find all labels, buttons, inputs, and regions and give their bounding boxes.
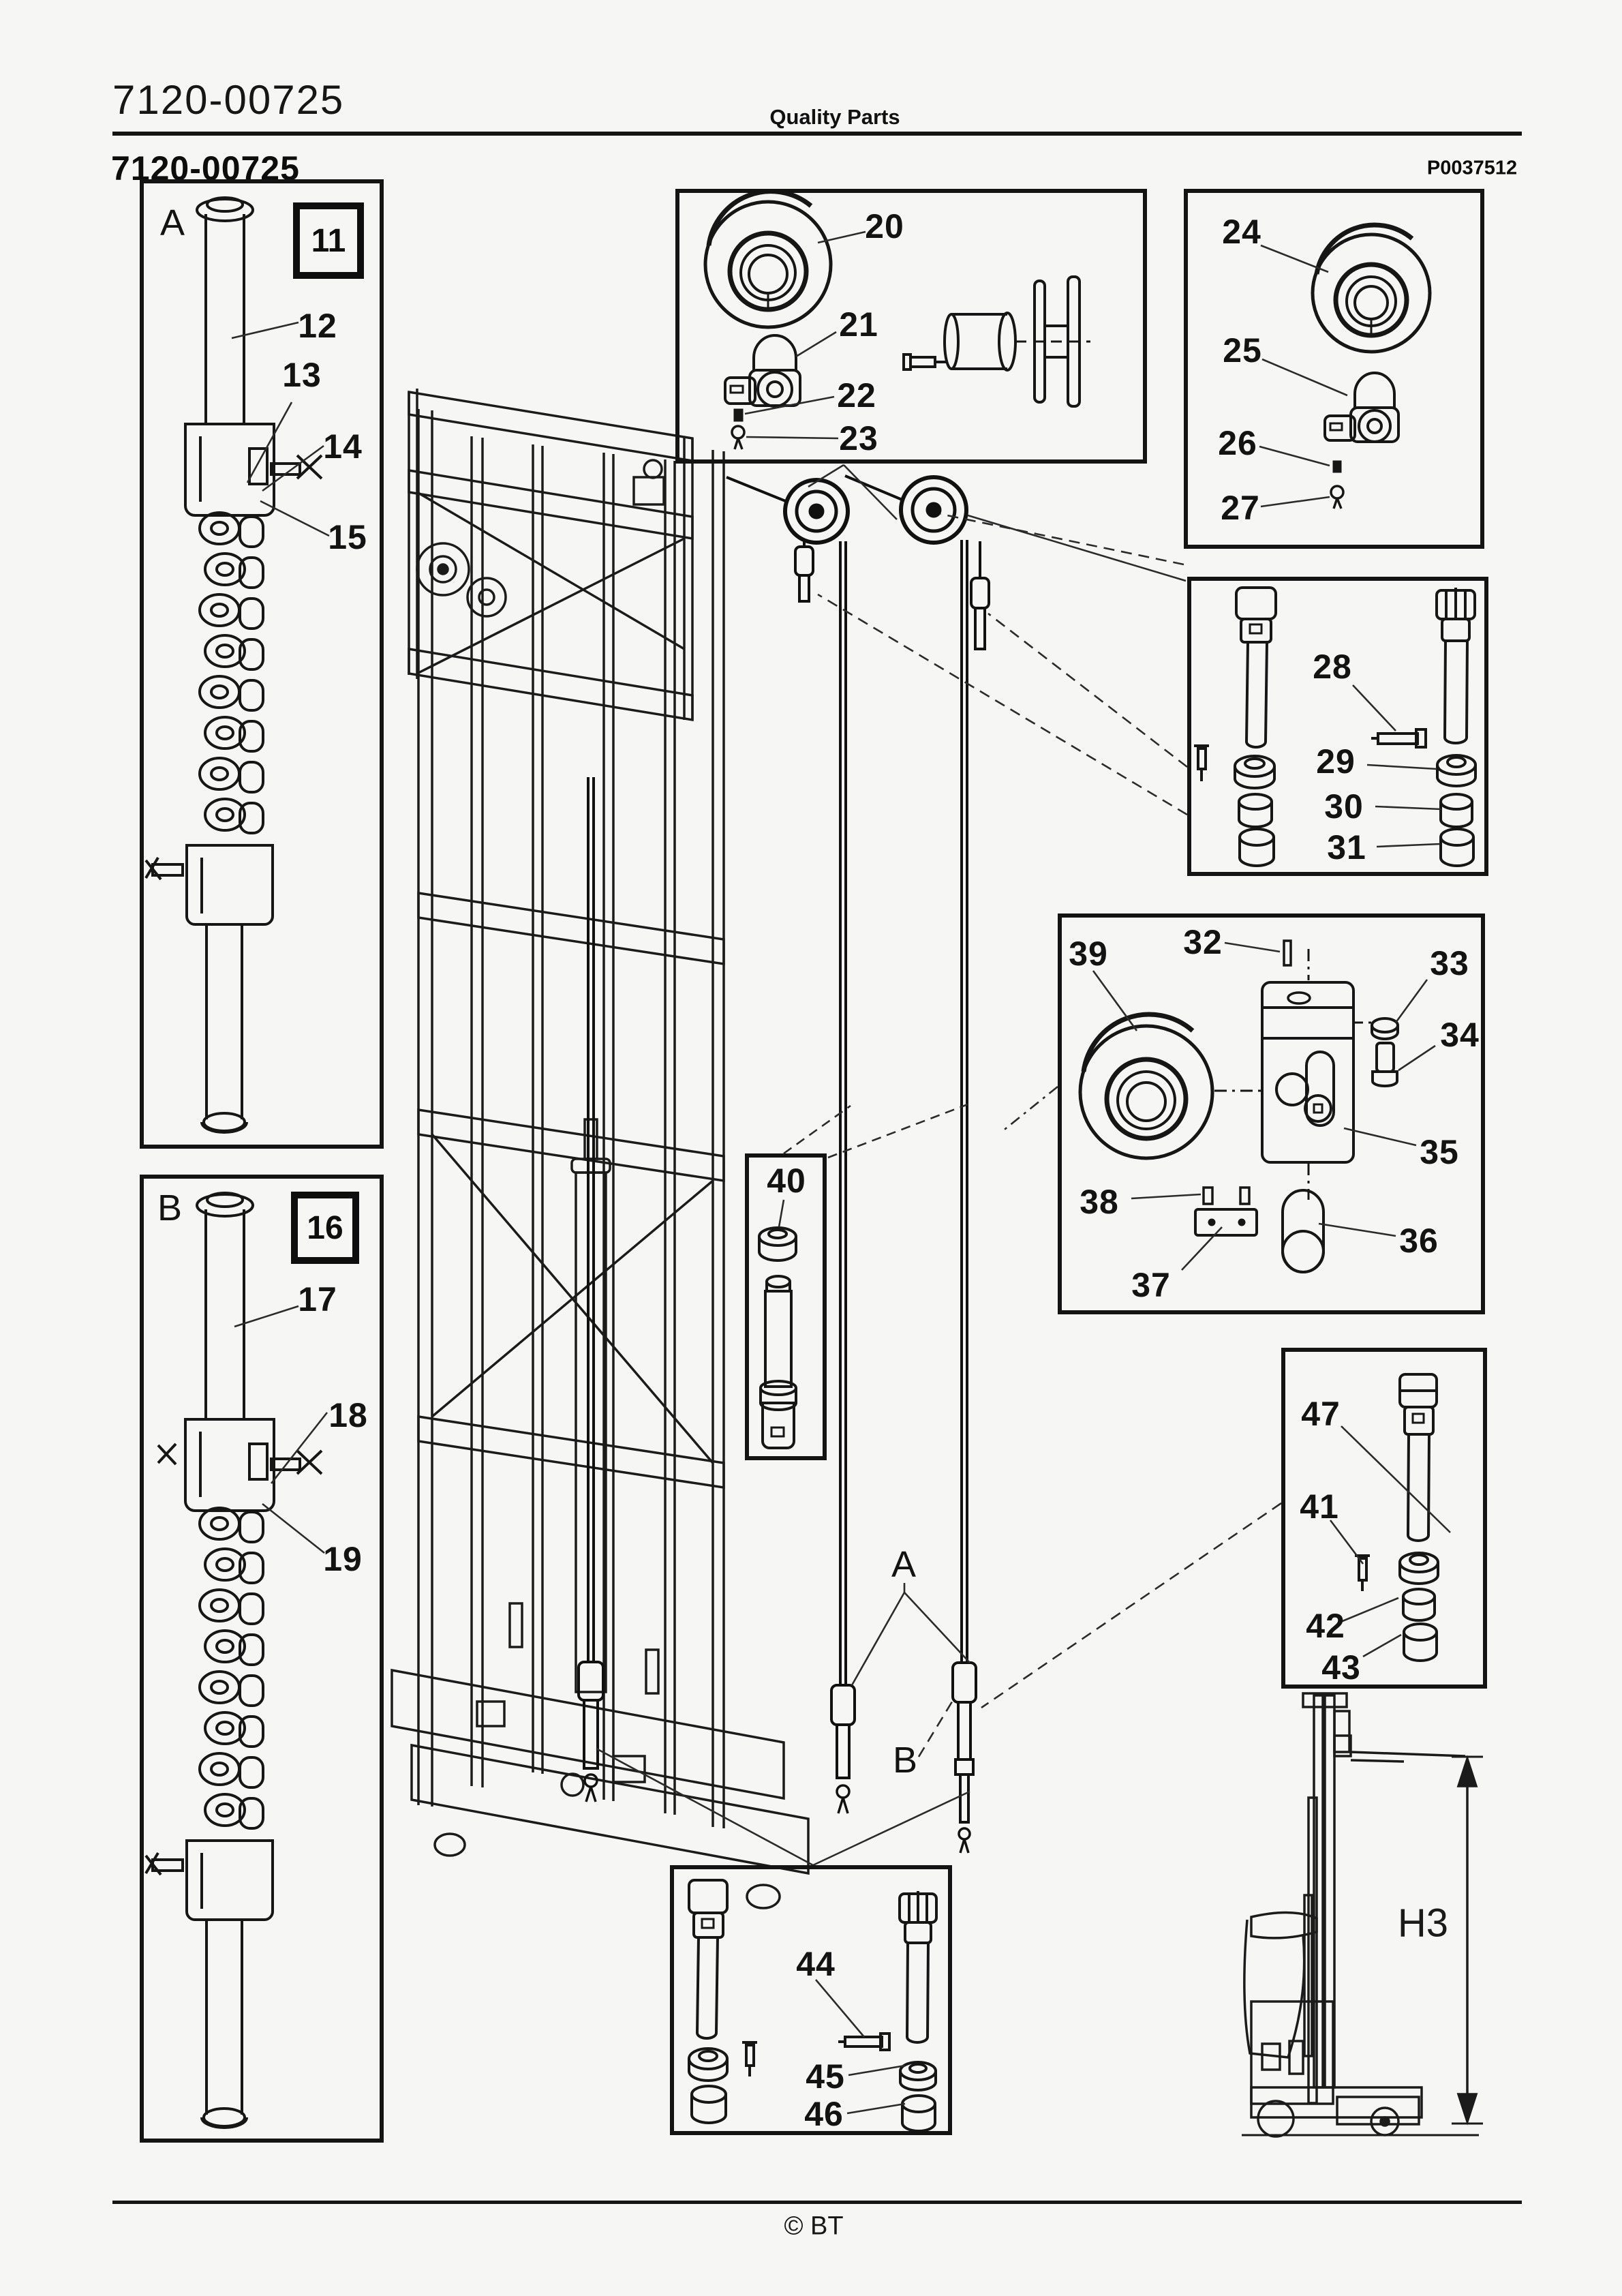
panel-pulley-upper: [675, 189, 1147, 464]
panel-anchor-bottom: [670, 1865, 952, 2135]
plate-code: P0037512: [1426, 157, 1518, 179]
chain-marker-b: B: [892, 1740, 918, 1781]
callout-30: 30: [1324, 787, 1364, 826]
callout-23: 23: [839, 419, 878, 457]
callout-27: 27: [1221, 489, 1260, 527]
callout-40: 40: [767, 1162, 806, 1200]
callout-19: 19: [323, 1540, 363, 1578]
callout-42: 42: [1306, 1607, 1345, 1645]
callout-20: 20: [865, 207, 904, 245]
callout-36: 36: [1399, 1222, 1439, 1260]
callout-28: 28: [1313, 648, 1352, 686]
footer-rule: [112, 2201, 1522, 2204]
view-letter-a: A: [159, 202, 185, 243]
callout-31: 31: [1327, 828, 1366, 866]
callout-43: 43: [1321, 1648, 1361, 1687]
callout-33: 33: [1430, 944, 1469, 982]
panel-pulley-mount: [1184, 189, 1484, 549]
callout-12: 12: [298, 307, 337, 345]
panel-tension-roller: [1058, 913, 1485, 1314]
callout-44: 44: [796, 1945, 836, 1983]
callout-25: 25: [1223, 331, 1262, 369]
callout-18: 18: [328, 1396, 368, 1434]
footer-copyright: © BT: [784, 2211, 844, 2241]
header-rule: [112, 132, 1522, 136]
panel-anchor-lower: [1281, 1348, 1487, 1689]
dimension-h3: H3: [1397, 1901, 1449, 1946]
callout-37: 37: [1131, 1266, 1171, 1304]
callout-21: 21: [839, 305, 878, 344]
header-title: Quality Parts: [769, 105, 900, 129]
callout-34: 34: [1440, 1016, 1480, 1054]
callout-26: 26: [1218, 424, 1257, 462]
callout-45: 45: [806, 2057, 845, 2096]
callout-15: 15: [328, 518, 367, 556]
callout-24: 24: [1222, 213, 1261, 251]
detail-panel-a: [140, 179, 384, 1149]
detail-panel-b: [140, 1175, 384, 2143]
panel-chain-anchor-set: [1187, 577, 1488, 876]
callout-22: 22: [837, 376, 876, 414]
callout-13: 13: [282, 356, 322, 394]
callout-32: 32: [1183, 923, 1223, 961]
chain-marker-a: A: [891, 1544, 917, 1585]
callout-29: 29: [1316, 742, 1356, 781]
callout-39: 39: [1069, 935, 1108, 973]
callout-47: 47: [1301, 1395, 1341, 1433]
callout-35: 35: [1420, 1133, 1459, 1171]
frame-ref-11: 11: [293, 202, 364, 279]
callout-14: 14: [323, 427, 363, 466]
callout-46: 46: [804, 2095, 844, 2133]
header-doc-number: 7120-00725: [112, 77, 345, 123]
frame-ref-16: 16: [291, 1192, 359, 1264]
panel-anchor-rod: [745, 1153, 827, 1460]
callout-41: 41: [1300, 1487, 1339, 1526]
callout-17: 17: [298, 1280, 337, 1318]
view-letter-b: B: [157, 1188, 183, 1228]
callout-38: 38: [1080, 1183, 1119, 1221]
